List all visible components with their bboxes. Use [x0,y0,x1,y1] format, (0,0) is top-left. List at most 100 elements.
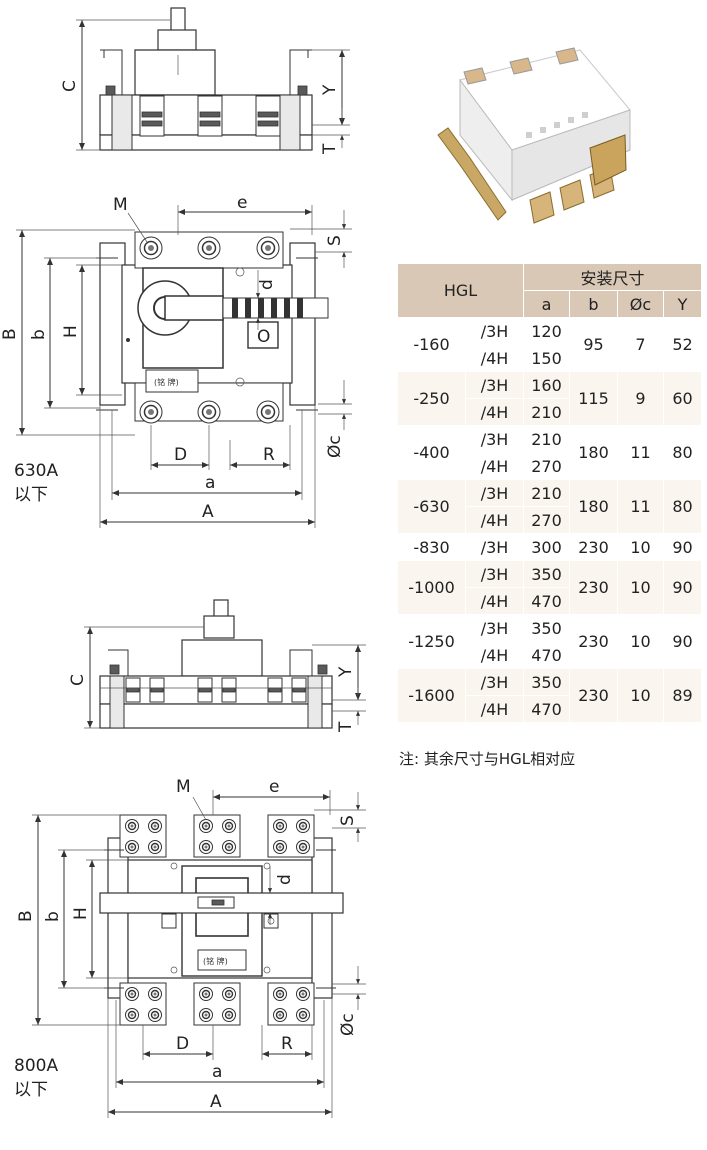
cell-pole: /4H [465,641,524,669]
cell-a: 350 [523,560,570,588]
dim-label-s: S [325,235,345,246]
cell-b: 230 [569,560,618,615]
cell-y: 90 [663,560,702,615]
cell-model: -250 [397,371,466,426]
cell-model: -1250 [397,614,466,669]
cell-a: 120 [523,317,570,345]
cell-a: 210 [523,398,570,426]
cell-c: 11 [617,425,664,480]
dim-label-phic: Øc [325,435,345,458]
cell-a: 470 [523,695,570,723]
dim-label-e: e [237,193,247,213]
table-row: /4H 150 [398,344,702,372]
table-row: -630 /3H 210 180 11 80 [397,479,702,534]
dim-label-r: R [263,445,275,465]
cell-b: 180 [569,479,618,534]
dim-label-r-800: R [281,1034,293,1054]
dim-label-m: M [113,195,128,215]
cell-b: 230 [569,533,618,561]
cell-y: 90 [663,533,702,561]
dim-label-c: C [60,80,80,92]
dim-label-b-lower: b [29,329,49,340]
cell-model: -630 [397,479,466,534]
front-view-800a: (铭 牌) M e S B b H d Øc [16,777,366,1118]
table-row: -1600 /3H 350 230 10 89 [397,668,702,723]
header-model: HGL [397,263,524,318]
cell-pole: /3H [465,479,524,507]
side-view-630a: C Y T [60,7,350,155]
cell-c: 7 [617,317,664,372]
header-col-b: b [569,290,618,318]
cell-pole: /4H [465,506,524,534]
dim-label-b-lower-800: b [43,911,63,922]
cell-model: -400 [397,425,466,480]
cell-c: 10 [617,533,664,561]
cell-pole: /4H [465,695,524,723]
cell-b: 180 [569,425,618,480]
cell-c: 10 [617,668,664,723]
dim-label-h-800: H [71,907,91,920]
cell-a: 270 [523,506,570,534]
off-indicator: O [257,327,270,347]
cell-pole: /4H [465,344,524,372]
dim-label-d-small-800: d [275,874,295,885]
cell-model: -1000 [397,560,466,615]
cell-y: 80 [663,425,702,480]
table-row: /4H 470 [398,641,702,669]
dim-label-a-overall: A [202,502,214,522]
dim-label-d-800: D [176,1034,189,1054]
table-row: -250 /3H 160 115 9 60 [397,371,702,426]
header-col-a: a [523,290,570,318]
table-footnote: 注: 其余尺寸与HGL相对应 [399,750,576,768]
cell-pole: /3H [465,533,524,561]
rating-800-line1: 800A [14,1056,59,1076]
cell-y: 90 [663,614,702,669]
cell-a: 470 [523,587,570,615]
dim-label-m-800: M [176,777,191,797]
product-photo [437,47,631,224]
table-row: /4H 270 [398,452,702,480]
rating-800-line2: 以下 [14,1080,48,1100]
cell-b: 115 [569,371,618,426]
rating-630-line1: 630A [14,461,59,481]
table-row: -830 /3H 300 230 10 90 [397,533,702,561]
header-install-dimensions: 安装尺寸 [523,263,702,291]
dim-label-a-overall-800: A [210,1092,222,1112]
table-row: -160 /3H 120 95 7 52 [397,317,702,372]
cell-y: 89 [663,668,702,723]
dim-label-d-small: d [257,279,277,290]
cell-a: 350 [523,614,570,642]
cell-y: 60 [663,371,702,426]
cell-pole: /3H [465,668,524,696]
cell-a: 210 [523,425,570,453]
rating-630-line2: 以下 [14,485,48,505]
dim-label-y-800: Y [336,666,356,678]
cell-b: 230 [569,668,618,723]
table-row: /4H 210 [398,398,702,426]
dim-label-a: a [205,473,215,493]
cell-pole: /3H [465,614,524,642]
dim-label-e-800: e [269,777,279,797]
dim-label-b-upper-800: B [16,910,36,922]
header-col-y: Y [663,290,702,318]
cell-c: 10 [617,614,664,669]
cell-pole: /3H [465,317,524,345]
cell-b: 230 [569,614,618,669]
cell-a: 470 [523,641,570,669]
rating-note-800: 800A 以下 [14,1054,58,1102]
table-row: /4H 470 [398,587,702,615]
dim-label-s-800: S [338,815,358,826]
dim-label-t-800: T [336,721,356,733]
dim-label-phic-800: Øc [338,1013,358,1036]
header-col-c: Øc [617,290,664,318]
cell-pole: /4H [465,587,524,615]
cell-model: -830 [397,533,466,561]
nameplate-label-800: (铭 牌) [203,956,228,966]
dim-label-h: H [61,325,81,338]
dim-label-b-upper: B [0,328,20,340]
cell-c: 10 [617,560,664,615]
installation-dimension-table: HGL 安装尺寸 a b Øc Y -160 /3H 120 95 7 52 /… [397,263,702,723]
dim-label-y: Y [320,84,340,96]
dim-label-d: D [174,445,187,465]
